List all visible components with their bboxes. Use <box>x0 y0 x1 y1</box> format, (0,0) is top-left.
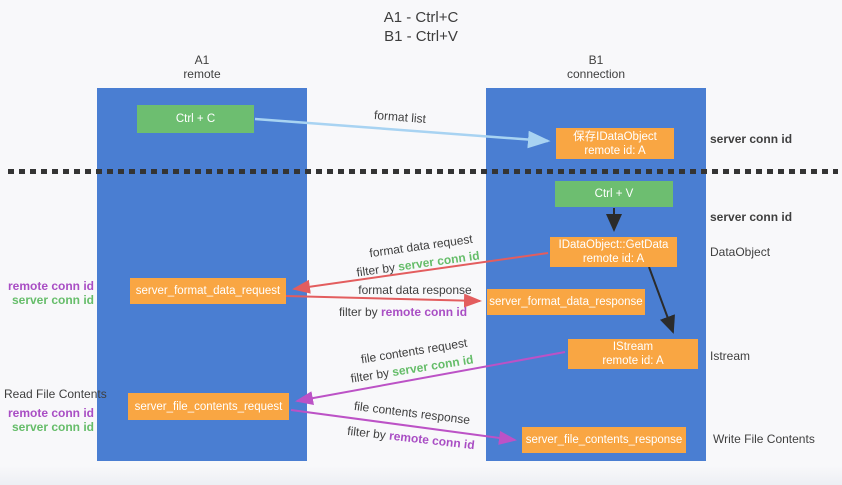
server-format-data-response-box: server_format_data_response <box>487 289 645 315</box>
save-idataobject-line1: 保存IDataObject <box>573 130 657 143</box>
file-contents-request-arrow <box>295 351 566 406</box>
server-format-data-request-label: server_format_data_request <box>135 285 281 297</box>
server-conn-id-right-label-1: server conn id <box>710 132 793 146</box>
remote-conn-id-left-label-1: remote conn id <box>7 279 94 293</box>
file-contents-response-arrow <box>290 409 517 445</box>
ctrl-v-label: Ctrl + V <box>594 188 634 200</box>
server-file-contents-request-label: server_file_contents_request <box>134 400 283 413</box>
ctrl-c-box: Ctrl + C <box>137 105 254 133</box>
getdata-line1: IDataObject::GetData <box>558 239 669 251</box>
filter-by-remote-conn-id-label-1: filter by remote conn id <box>339 305 467 319</box>
server-format-data-request-box: server_format_data_request <box>130 278 286 304</box>
server-file-contents-response-label: server_file_contents_response <box>525 434 683 446</box>
server-file-contents-response-box: server_file_contents_response <box>522 427 686 453</box>
server-format-data-response-label: server_format_data_response <box>489 296 643 308</box>
format-data-response-arrow <box>285 293 482 308</box>
istream-line1: IStream <box>612 341 654 353</box>
write-file-contents-label: Write File Contents <box>713 432 815 446</box>
server-conn-id-left-label-1: server conn id <box>11 293 94 307</box>
istream-box: IStream remote id: A <box>568 339 698 369</box>
filter-by-text: filter by <box>338 305 378 319</box>
ctrl-v-box: Ctrl + V <box>555 181 673 207</box>
remote-conn-id-left-label-2: remote conn id <box>7 406 94 420</box>
ctrl-c-label: Ctrl + C <box>175 113 216 125</box>
istream-line2: remote id: A <box>602 355 664 367</box>
getdata-to-istream-arrow <box>648 266 675 334</box>
lane-header-b1: B1 connection <box>486 53 706 81</box>
lane-b1-name: B1 <box>588 53 604 67</box>
remote-conn-id-text: remote conn id <box>381 305 468 319</box>
lane-a1-name: A1 <box>194 53 210 67</box>
lane-b1-role: connection <box>566 67 626 81</box>
server-conn-id-right-label-2: server conn id <box>710 210 793 224</box>
save-idataobject-line2: remote id: A <box>584 144 646 157</box>
istream-side-label: Istream <box>710 349 751 363</box>
save-idataobject-box: 保存IDataObject remote id: A <box>556 128 674 159</box>
lane-header-a1: A1 remote <box>97 53 307 81</box>
read-file-contents-label: Read File Contents <box>4 387 107 401</box>
getdata-box: IDataObject::GetData remote id: A <box>550 237 677 267</box>
lane-a1-role: remote <box>183 67 221 81</box>
dataobject-label: DataObject <box>710 245 771 259</box>
server-conn-id-left-label-2: server conn id <box>11 420 94 434</box>
server-file-contents-request-box: server_file_contents_request <box>128 393 289 420</box>
title-line-1: A1 - Ctrl+C <box>383 9 459 26</box>
dotted-divider <box>8 169 838 174</box>
format-data-request-arrow <box>292 252 549 294</box>
title-line-2: B1 - Ctrl+V <box>384 28 458 45</box>
format-data-response-label: format data response <box>358 283 472 297</box>
diagram-title: A1 - Ctrl+C B1 - Ctrl+V <box>0 8 842 46</box>
format-list-arrow <box>254 117 551 149</box>
getdata-line2: remote id: A <box>582 253 645 265</box>
